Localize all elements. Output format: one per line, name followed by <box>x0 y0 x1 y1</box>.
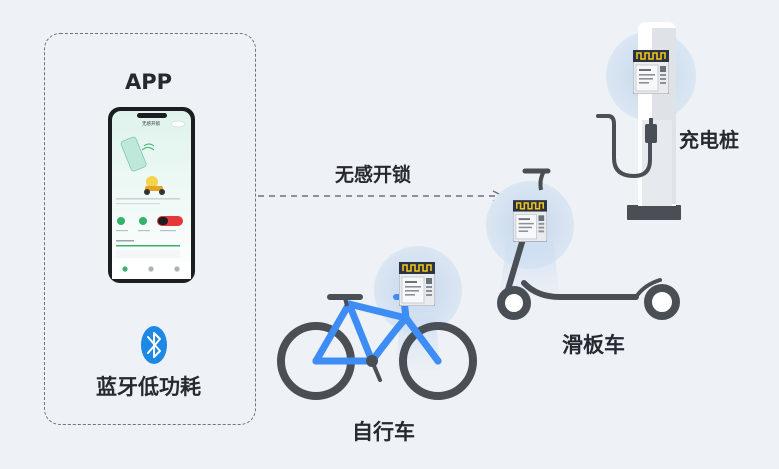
scooter-icon <box>486 168 680 320</box>
phone-header-title: 无感开锁 <box>142 120 160 127</box>
app-label: APP <box>125 70 173 94</box>
charger-ble-module <box>633 50 669 94</box>
unlock-arrow <box>258 190 505 202</box>
app-ble-group-box <box>44 33 256 425</box>
bike-label: 自行车 <box>352 420 415 444</box>
bluetooth-icon <box>141 326 167 364</box>
smartphone-icon: 无感开锁 <box>108 107 195 283</box>
charging-pile-icon <box>596 22 696 220</box>
charger-label: 充电桩 <box>679 128 739 152</box>
bike-ble-module <box>399 262 435 306</box>
bicycle-icon <box>277 246 477 400</box>
unlock-label: 无感开锁 <box>335 164 412 186</box>
scooter-label: 滑板车 <box>562 333 625 357</box>
ble-label: 蓝牙低功耗 <box>96 375 201 399</box>
scooter-ble-module <box>513 200 547 242</box>
